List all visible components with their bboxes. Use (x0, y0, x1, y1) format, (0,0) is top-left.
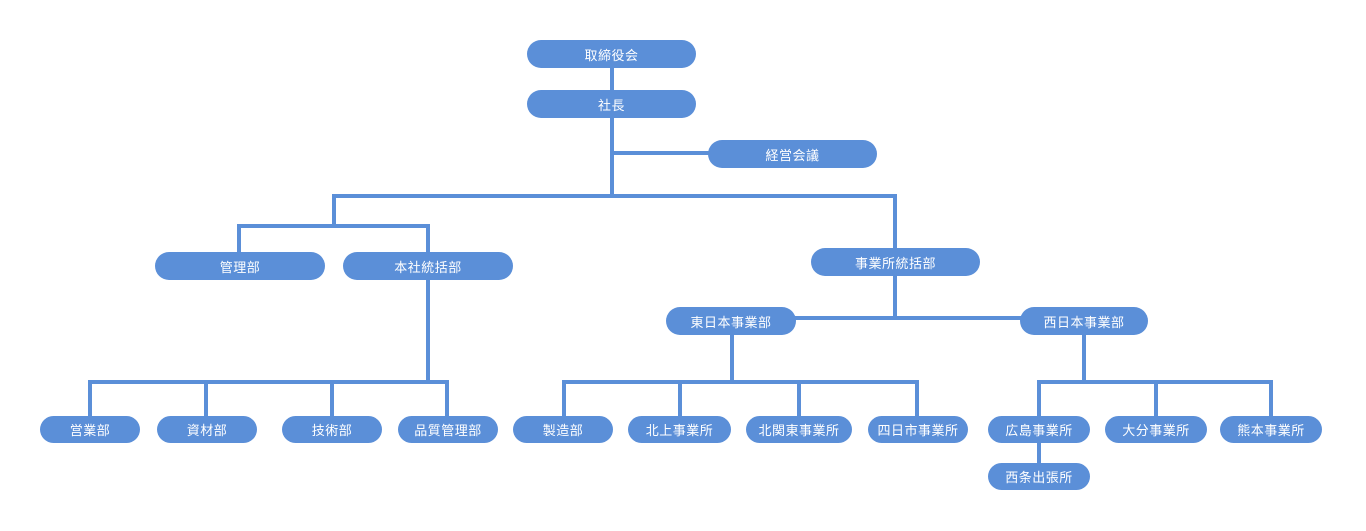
node-manufacturing-dept[interactable]: 製造部 (513, 416, 613, 443)
node-kitakami-office[interactable]: 北上事業所 (628, 416, 731, 443)
node-materials-dept[interactable]: 資材部 (157, 416, 257, 443)
node-yokkaichi-office[interactable]: 四日市事業所 (868, 416, 968, 443)
node-hq-control-dept[interactable]: 本社統括部 (343, 252, 513, 280)
node-management-meeting[interactable]: 経営会議 (708, 140, 877, 168)
node-sales-dept[interactable]: 営業部 (40, 416, 140, 443)
node-kumamoto-office[interactable]: 熊本事業所 (1220, 416, 1322, 443)
node-east-japan-div[interactable]: 東日本事業部 (666, 307, 796, 335)
node-board[interactable]: 取締役会 (527, 40, 696, 68)
node-office-control-dept[interactable]: 事業所統括部 (811, 248, 980, 276)
node-west-japan-div[interactable]: 西日本事業部 (1020, 307, 1148, 335)
node-quality-control-dept[interactable]: 品質管理部 (398, 416, 498, 443)
node-hiroshima-office[interactable]: 広島事業所 (988, 416, 1090, 443)
node-kitakanto-office[interactable]: 北関東事業所 (746, 416, 852, 443)
node-engineering-dept[interactable]: 技術部 (282, 416, 382, 443)
node-president[interactable]: 社長 (527, 90, 696, 118)
node-oita-office[interactable]: 大分事業所 (1105, 416, 1207, 443)
node-admin-dept[interactable]: 管理部 (155, 252, 325, 280)
node-saijo-branch[interactable]: 西条出張所 (988, 463, 1090, 490)
